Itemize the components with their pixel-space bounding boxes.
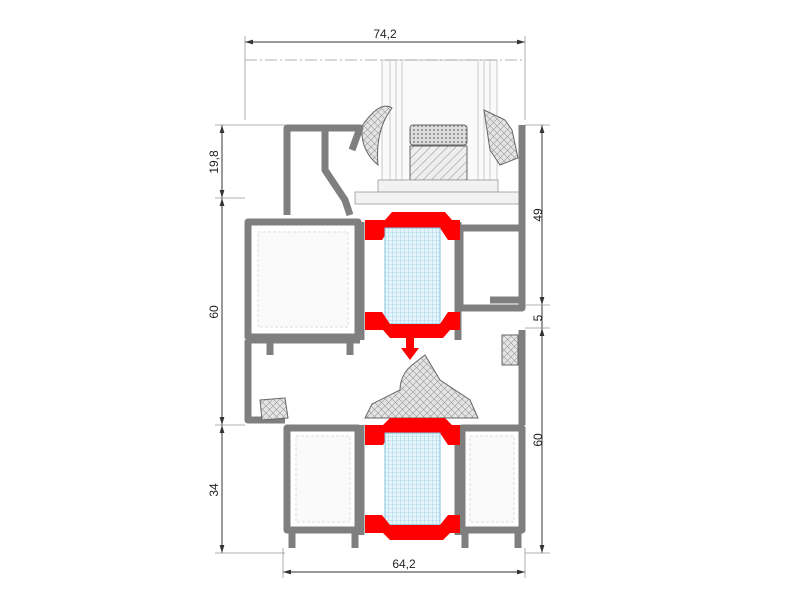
left-gasket [259,397,289,421]
sash-gasket [501,334,519,366]
outer-frame-profile [244,330,526,425]
dimension-lines [215,36,550,578]
dim-overall-width: 74,2 [373,27,397,41]
lower-thermal-break-top [365,418,460,445]
upper-insulation [384,227,441,325]
lower-insulation [384,432,441,526]
outer-gasket [483,109,519,166]
dim-right-top: 49 [531,208,545,222]
lower-sash-profile [283,424,526,548]
dim-right-gap: 5 [531,314,545,321]
drainage-arrow [401,338,419,360]
glazing-bead [283,124,364,217]
upper-thermal-break-bottom [365,312,460,338]
centre-gasket [364,354,479,419]
dim-left-top: 19,8 [207,150,221,174]
dim-frame-width: 64,2 [392,557,416,571]
inner-gasket [361,105,393,167]
upper-thermal-break-top [365,212,460,240]
dim-left-bottom: 34 [207,483,221,497]
lower-thermal-break-bottom [365,515,460,540]
dim-left-middle: 60 [207,305,221,319]
dim-right-bottom: 60 [531,433,545,447]
